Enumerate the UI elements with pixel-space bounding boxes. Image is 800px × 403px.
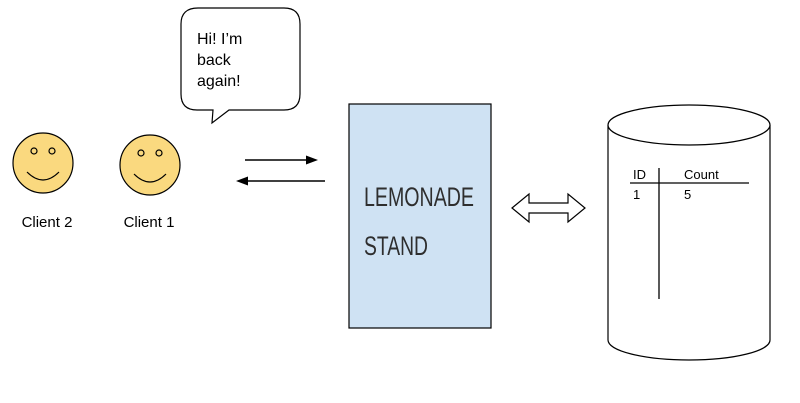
lemonade-stand-title-line-2: STAND <box>364 231 428 261</box>
speech-bubble-line-1: Hi! I’m <box>197 31 242 48</box>
client-2-left-eye <box>30 147 38 155</box>
client-2-face <box>12 132 74 194</box>
client-2-label: Client 2 <box>22 214 73 231</box>
table-cell-id: 1 <box>633 187 640 202</box>
table-header-id: ID <box>633 167 646 182</box>
client-2-face-icon <box>12 132 74 194</box>
client-1-smile <box>133 173 167 183</box>
database-cylinder-icon <box>607 104 771 361</box>
database-cylinder-top <box>607 104 771 146</box>
database-cylinder-body <box>607 125 771 361</box>
client-1-left-eye <box>137 149 145 157</box>
client-1-label: Client 1 <box>124 214 175 231</box>
lemonade-stand-box <box>348 103 492 329</box>
response-arrow <box>236 176 325 186</box>
client-2-right-eye <box>48 147 56 155</box>
speech-bubble <box>180 7 301 125</box>
speech-bubble-line-2: back <box>197 52 232 69</box>
lemonade-stand-title-line-1: LEMONADE <box>364 182 474 212</box>
speech-bubble-line-3: again! <box>197 73 241 90</box>
client-2-smile <box>26 171 60 181</box>
client-1-face-icon <box>119 134 181 196</box>
client-1-face <box>119 134 181 196</box>
table-cell-count: 5 <box>684 187 691 202</box>
double-arrow-icon <box>511 192 586 224</box>
client-1-right-eye <box>155 149 163 157</box>
table-header-count: Count <box>684 167 719 182</box>
request-arrow <box>245 155 318 165</box>
